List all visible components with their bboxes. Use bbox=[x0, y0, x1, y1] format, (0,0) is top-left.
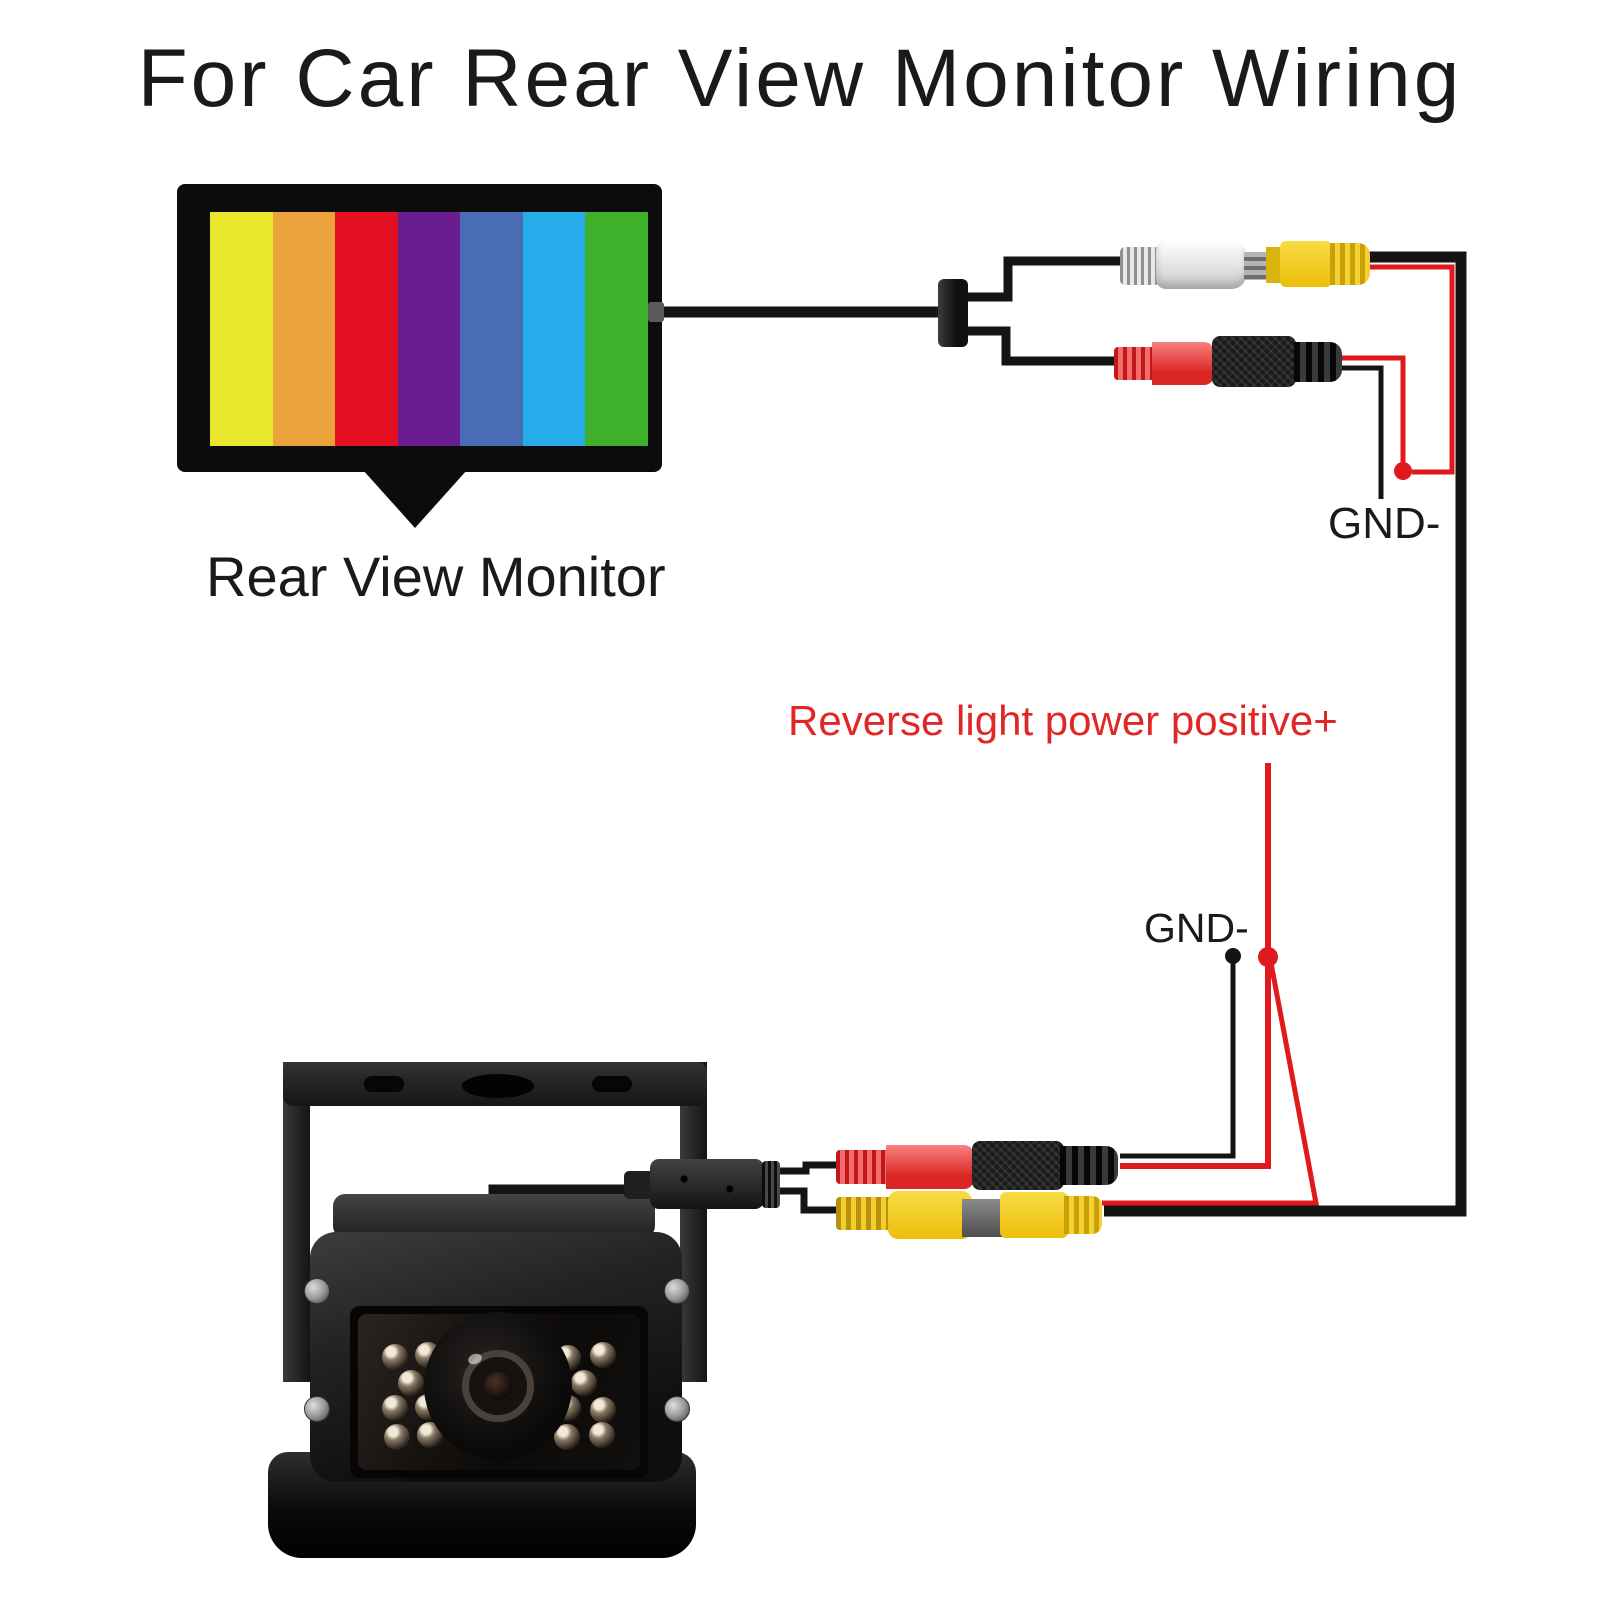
screw-icon bbox=[304, 1396, 330, 1422]
camera-ground-label: GND- bbox=[1144, 905, 1249, 951]
monitor-stand bbox=[363, 470, 467, 528]
camera-yellow-rca-male-icon bbox=[1000, 1192, 1068, 1238]
pigtail-top-branch-wire bbox=[776, 1161, 844, 1175]
bracket-left-slot bbox=[364, 1076, 404, 1092]
white-rca-ribs-icon bbox=[1120, 247, 1160, 285]
ir-led bbox=[589, 1422, 615, 1448]
rca-coupler-icon bbox=[962, 1199, 1004, 1237]
camera-red-power-female-icon bbox=[886, 1145, 974, 1189]
bracket-right-slot bbox=[592, 1076, 632, 1092]
screw-icon bbox=[664, 1396, 690, 1422]
junction-dot-top bbox=[1394, 462, 1412, 480]
color-bar-red bbox=[335, 212, 398, 446]
pigtail-bottom-branch-wire bbox=[776, 1187, 844, 1214]
ir-led bbox=[590, 1342, 616, 1368]
video-cable-red-wire-top bbox=[1366, 264, 1455, 475]
camera-bracket-left-arm bbox=[283, 1062, 310, 1382]
ir-led bbox=[382, 1344, 408, 1370]
color-bar-skyblue bbox=[522, 212, 586, 446]
color-bar-blue bbox=[460, 212, 523, 446]
video-cable-red-wire-bottom bbox=[1102, 962, 1320, 1206]
camera-lens-core bbox=[484, 1372, 512, 1400]
monitor-cable-nub bbox=[648, 302, 664, 322]
reverse-power-label: Reverse light power positive+ bbox=[788, 697, 1338, 744]
camera-red-power-ribs-icon bbox=[836, 1150, 890, 1184]
camera-ground-wire bbox=[1120, 960, 1236, 1159]
camera-power-red-wire bbox=[1120, 962, 1271, 1169]
ir-led bbox=[571, 1370, 597, 1396]
pigtail-neck-icon bbox=[624, 1171, 654, 1199]
screw-icon bbox=[304, 1278, 330, 1304]
monitor-ground-wire bbox=[1340, 365, 1384, 499]
camera-yellow-rca-female-icon bbox=[888, 1191, 972, 1239]
ir-led bbox=[384, 1424, 410, 1450]
color-bar-yellow bbox=[210, 212, 273, 446]
pigtail-cap-icon bbox=[762, 1161, 780, 1208]
white-rca-female-icon bbox=[1156, 241, 1246, 289]
ir-led bbox=[398, 1370, 424, 1396]
red-power-ribs-icon bbox=[1114, 347, 1156, 380]
bracket-center-hole bbox=[462, 1074, 534, 1098]
camera-black-power-tail-icon bbox=[1060, 1146, 1118, 1185]
video-cable-black-wire bbox=[1104, 251, 1467, 1217]
splitter-top-branch-wire bbox=[962, 256, 1122, 302]
yellow-rca-male-icon bbox=[1280, 241, 1332, 287]
red-power-female-icon bbox=[1152, 342, 1214, 385]
wire-splitter-block bbox=[938, 279, 968, 347]
ground-dot-mid bbox=[1225, 948, 1241, 964]
rca-prongs-icon bbox=[1244, 252, 1268, 280]
color-bar-green bbox=[585, 212, 649, 446]
black-power-male-icon bbox=[1212, 336, 1296, 387]
camera-black-power-male-icon bbox=[972, 1141, 1064, 1190]
yellow-rca-collar-icon bbox=[1266, 247, 1282, 283]
yellow-rca-tail-icon bbox=[1330, 243, 1370, 285]
camera-pigtail-connector-icon bbox=[650, 1159, 764, 1209]
monitor-ground-label: GND- bbox=[1328, 499, 1441, 548]
camera-yellow-rca-tail-icon bbox=[1064, 1196, 1102, 1234]
ir-led bbox=[382, 1395, 408, 1421]
junction-dot-mid bbox=[1258, 947, 1278, 967]
camera-lid bbox=[333, 1194, 655, 1238]
camera-yellow-rca-ribs-icon bbox=[836, 1197, 892, 1230]
black-power-tail-icon bbox=[1294, 342, 1342, 382]
monitor-screen bbox=[210, 212, 649, 446]
screw-icon bbox=[664, 1278, 690, 1304]
diagram-title: For Car Rear View Monitor Wiring bbox=[137, 33, 1463, 124]
ir-led bbox=[590, 1397, 616, 1423]
monitor-label: Rear View Monitor bbox=[206, 545, 666, 608]
splitter-bottom-branch-wire bbox=[962, 326, 1119, 366]
camera-bracket-right-arm bbox=[680, 1062, 707, 1382]
monitor-power-red-wire bbox=[1340, 355, 1406, 465]
color-bar-purple bbox=[397, 212, 461, 446]
color-bar-orange bbox=[272, 212, 336, 446]
